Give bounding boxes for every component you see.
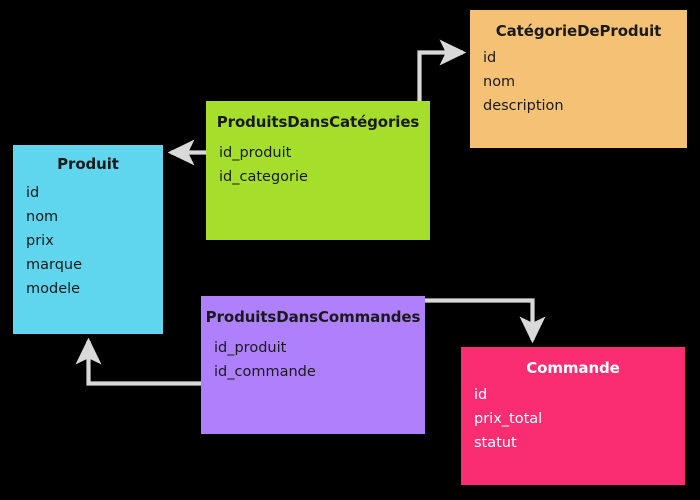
entity-commande-fields: id prix_total statut (474, 383, 679, 455)
entity-produits-dans-categories-title: ProduitsDansCatégories (216, 113, 420, 131)
connector-commandes-to-commande (425, 298, 546, 344)
field-marque: marque (26, 257, 83, 273)
entity-categorie-de-produit[interactable]: CatégorieDeProduit id nom description (470, 10, 687, 148)
field-id-categorie: id_categorie (219, 169, 308, 185)
field-statut: statut (474, 435, 517, 451)
entity-commande-title: Commande (526, 359, 620, 377)
field-prix-total: prix_total (474, 411, 543, 427)
field-id: id (474, 387, 488, 403)
entity-produits-dans-categories-fields: id_produit id_categorie (219, 141, 424, 189)
entity-produits-dans-commandes[interactable]: ProduitsDansCommandes id_produit id_comm… (201, 296, 425, 434)
connector-commandes-to-produit (75, 337, 201, 386)
field-id-produit: id_produit (214, 340, 287, 356)
entity-produits-dans-commandes-title: ProduitsDansCommandes (205, 308, 421, 326)
entity-produit[interactable]: Produit id nom prix marque modele (13, 145, 163, 334)
field-id-commande: id_commande (214, 364, 316, 380)
field-description: description (483, 98, 564, 114)
entity-produit-title: Produit (57, 155, 119, 173)
entity-produits-dans-commandes-fields: id_produit id_commande (214, 336, 419, 384)
entity-categorie-de-produit-fields: id nom description (483, 46, 681, 118)
entity-produits-dans-categories[interactable]: ProduitsDansCatégories id_produit id_cat… (206, 101, 430, 240)
field-modele: modele (26, 281, 81, 297)
field-nom: nom (26, 209, 59, 225)
field-id: id (26, 185, 40, 201)
field-nom: nom (483, 74, 516, 90)
entity-produit-fields: id nom prix marque modele (26, 181, 157, 301)
entity-commande[interactable]: Commande id prix_total statut (461, 347, 685, 485)
field-id: id (483, 50, 497, 66)
connector-categories-to-categorie (417, 39, 467, 101)
field-id-produit: id_produit (219, 145, 292, 161)
field-prix: prix (26, 233, 54, 249)
entity-categorie-de-produit-title: CatégorieDeProduit (495, 22, 662, 40)
